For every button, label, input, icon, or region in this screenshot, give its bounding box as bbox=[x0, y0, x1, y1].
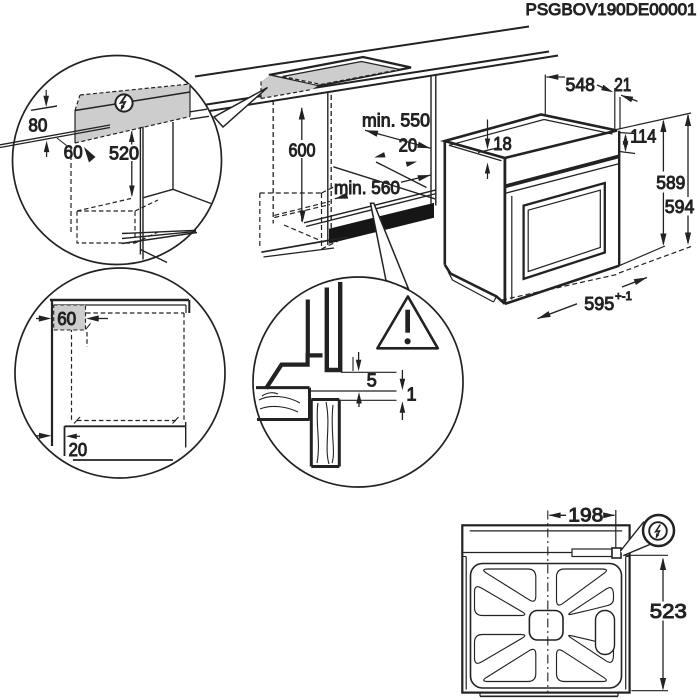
svg-text:18: 18 bbox=[493, 134, 512, 154]
svg-text:PSGBOV190DE00001: PSGBOV190DE00001 bbox=[526, 0, 697, 19]
svg-text:198: 198 bbox=[568, 504, 603, 526]
svg-text:20: 20 bbox=[399, 136, 418, 156]
svg-text:20: 20 bbox=[69, 440, 88, 460]
svg-text:+-1: +-1 bbox=[615, 291, 632, 303]
svg-text:520: 520 bbox=[109, 144, 139, 164]
svg-text:5: 5 bbox=[367, 371, 377, 391]
svg-text:594: 594 bbox=[665, 196, 695, 217]
svg-text:600: 600 bbox=[289, 140, 316, 161]
svg-text:1: 1 bbox=[407, 385, 417, 405]
svg-text:80: 80 bbox=[28, 116, 47, 136]
svg-text:min. 550: min. 550 bbox=[362, 109, 430, 130]
svg-text:114: 114 bbox=[630, 126, 656, 147]
svg-text:589: 589 bbox=[656, 172, 685, 193]
svg-text:21: 21 bbox=[614, 74, 631, 95]
svg-text:60: 60 bbox=[64, 143, 83, 163]
svg-text:595: 595 bbox=[584, 293, 614, 314]
svg-text:60: 60 bbox=[57, 309, 76, 329]
svg-text:548: 548 bbox=[566, 74, 596, 95]
svg-text:523: 523 bbox=[650, 600, 687, 623]
svg-text:min. 560: min. 560 bbox=[334, 177, 400, 198]
